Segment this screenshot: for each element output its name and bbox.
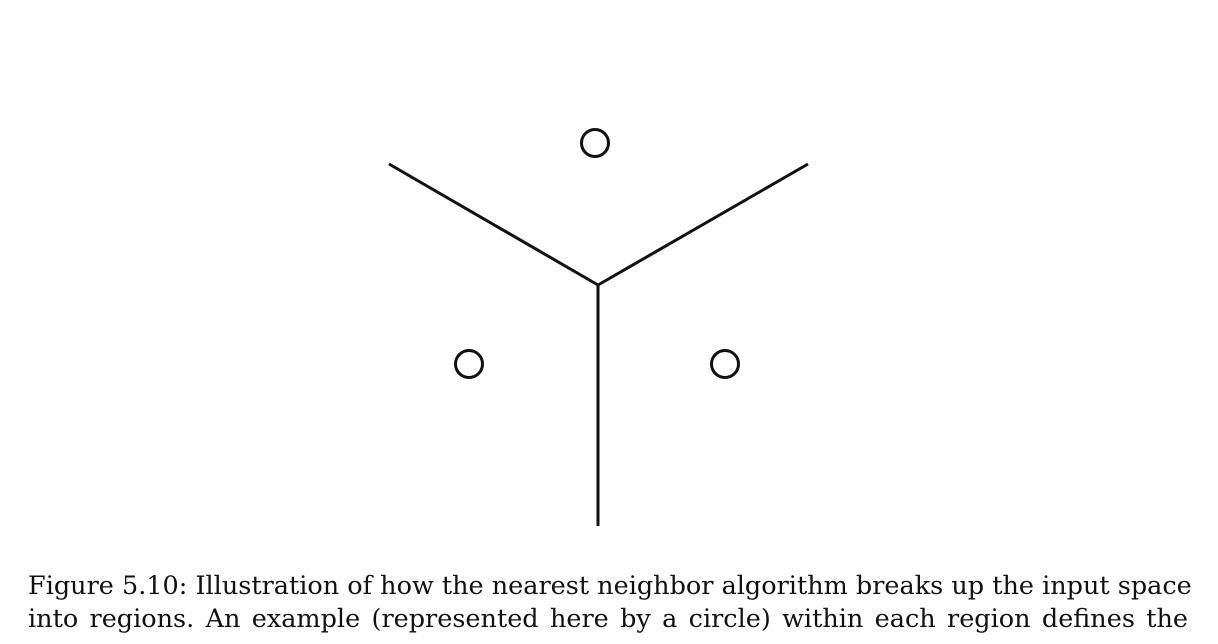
boundary-upper-left (388, 162, 599, 287)
example-circle-left (454, 349, 484, 379)
figure-caption: Figure 5.10: Illustration of how the nea… (28, 570, 1192, 636)
caption-line-1: Figure 5.10: Illustration of how the nea… (28, 571, 1192, 601)
example-circle-top (580, 128, 610, 158)
example-circle-right (710, 349, 740, 379)
caption-line-2: into regions. An example (represented he… (28, 604, 1188, 634)
voronoi-diagram (388, 128, 809, 526)
boundary-upper-right (597, 162, 809, 287)
